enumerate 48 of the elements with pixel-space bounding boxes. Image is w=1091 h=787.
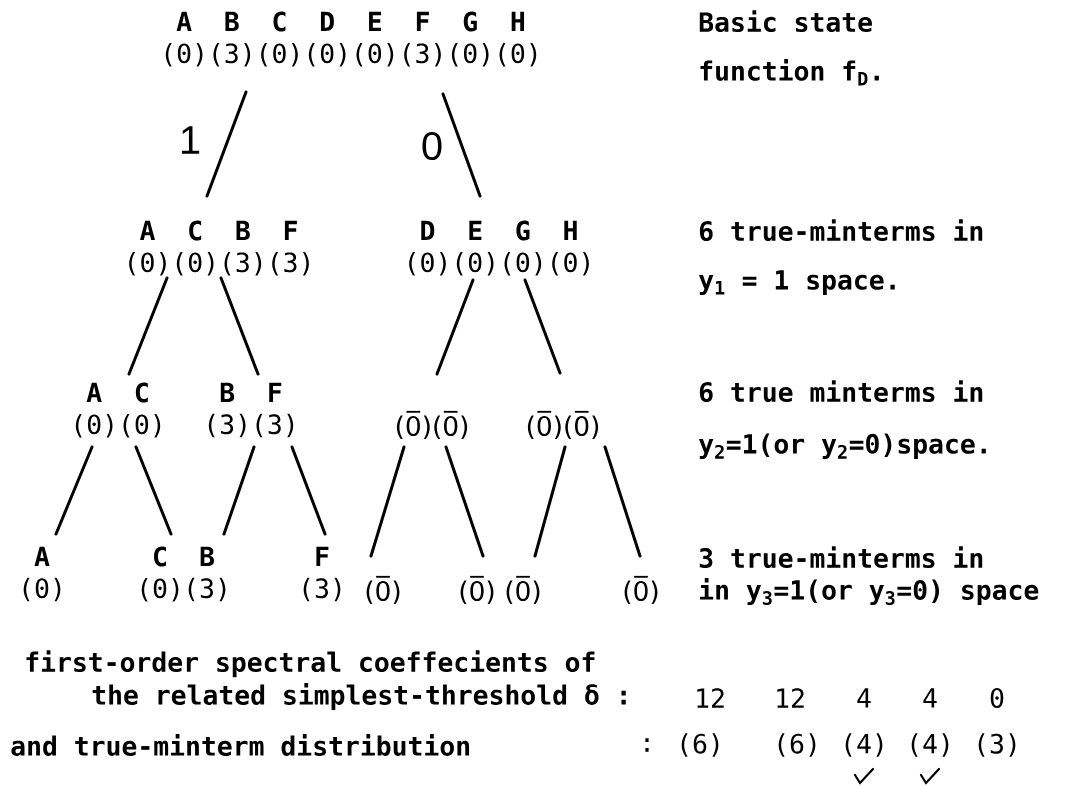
- branch-line: [219, 276, 260, 376]
- branch-line: [290, 445, 327, 536]
- branch-line: [134, 445, 173, 536]
- branch-line: [533, 445, 567, 558]
- branch-line: [603, 445, 642, 558]
- branch-line: [54, 445, 94, 536]
- value-text: (6): [778, 733, 816, 757]
- minterm-label: (0̅)(0̅): [527, 410, 599, 440]
- value-text: 4: [857, 688, 871, 708]
- edge-label: 0: [419, 130, 445, 162]
- value-text: 12: [777, 688, 804, 708]
- branch-line: [205, 90, 248, 198]
- note-text: 6 true-minterms in y$_{1}$ = 1 space.: [698, 219, 983, 295]
- value-text: 0: [990, 688, 1004, 708]
- branch-line: [523, 278, 562, 375]
- minterm-label: A B C D E F G H (0)(3)(0)(0)(0)(3)(0)(0): [165, 11, 537, 67]
- minterm-label: (0̅): [366, 575, 400, 605]
- minterm-label: B F (3)(3): [208, 382, 294, 438]
- minterm-label: A C (0)(0): [75, 382, 161, 438]
- value-text: :: [645, 738, 649, 752]
- note-text: and true-minterm distribution: [11, 734, 470, 756]
- branch-line: [444, 445, 485, 558]
- note-text: first-order spectral coeffecients of the related simplest-threshold δ :: [26, 650, 626, 711]
- minterm-label: (0̅)(0̅): [396, 410, 468, 440]
- minterm-label: B (3): [188, 546, 226, 602]
- minterm-label: D E G H (0)(0)(0)(0): [409, 220, 589, 276]
- value-text: (4): [911, 733, 949, 757]
- note-text: 3 true-minterms in in y$_{3}$=1(or y$_{3}$=0) space: [699, 546, 1039, 606]
- value-text: (3): [978, 733, 1016, 757]
- minterm-label: A C B F (0)(0)(3)(3): [129, 220, 309, 276]
- minterm-label: C (0): [141, 546, 179, 602]
- branch-line: [435, 278, 475, 376]
- branch-line: [222, 445, 256, 536]
- note-text: 6 true minterms in y$_{2}$=1(or y$_{2}$=0)space.: [698, 380, 986, 459]
- minterm-label: (0̅): [624, 575, 658, 605]
- branch-line: [127, 276, 169, 376]
- value-text: (4): [845, 733, 883, 757]
- minterm-label: (0̅): [460, 575, 494, 605]
- minterm-label: A (0): [23, 546, 61, 602]
- minterm-label: (0̅): [506, 575, 540, 605]
- value-text: (6): [681, 733, 719, 757]
- branch-line: [369, 445, 406, 558]
- value-text: 12: [697, 688, 724, 708]
- value-text: 4: [923, 688, 937, 708]
- minterm-label: F (3): [303, 546, 341, 602]
- edge-label: 1: [177, 125, 203, 155]
- branch-line: [441, 92, 482, 198]
- note-text: Basic state function f$_{D}$.: [699, 10, 879, 86]
